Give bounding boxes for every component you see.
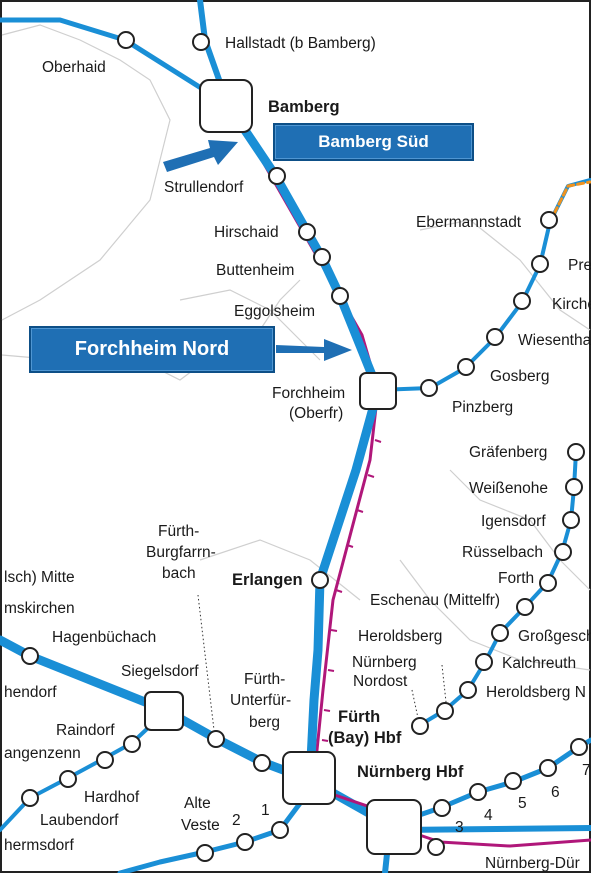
label-laubendorf: Laubendorf bbox=[40, 812, 119, 829]
label-fuerth-burgfarrnbach-1: Fürth- bbox=[158, 523, 199, 540]
label-stop-7: 7 bbox=[582, 762, 591, 779]
label-stop-2: 2 bbox=[232, 812, 241, 829]
bamberg-interchange bbox=[199, 79, 253, 133]
label-hermsdorf: hermsdorf bbox=[4, 837, 74, 854]
forchheim-nord-arrow bbox=[276, 339, 352, 361]
label-stop-6: 6 bbox=[551, 784, 560, 801]
label-bamberg: Bamberg bbox=[268, 98, 340, 116]
nuernberg-hbf-interchange bbox=[366, 799, 422, 855]
label-erlangen: Erlangen bbox=[232, 571, 303, 589]
label-hallstadt: Hallstadt (b Bamberg) bbox=[225, 35, 376, 52]
label-buttenheim: Buttenheim bbox=[216, 262, 294, 279]
label-hirschaid: Hirschaid bbox=[214, 224, 279, 241]
callout-bamberg-sued: Bamberg Süd bbox=[273, 123, 474, 161]
label-nuernberg-hbf: Nürnberg Hbf bbox=[357, 763, 464, 781]
label-fuerth-unterfuerberg-3: berg bbox=[249, 714, 280, 731]
regional-ticks bbox=[321, 439, 382, 742]
label-hendorf: hendorf bbox=[4, 684, 57, 701]
label-fuerth-hbf-1: Fürth bbox=[338, 708, 380, 726]
label-heroldsberg: Heroldsberg bbox=[358, 628, 442, 645]
station-labels: Hallstadt (b Bamberg) Oberhaid Bamberg S… bbox=[4, 35, 591, 872]
label-strullendorf: Strullendorf bbox=[164, 179, 244, 196]
label-raindorf: Raindorf bbox=[56, 722, 115, 739]
fuerth-hbf-interchange bbox=[282, 751, 336, 805]
callout-forchheim-nord: Forchheim Nord bbox=[29, 326, 275, 373]
label-kirch: Kirche bbox=[552, 296, 591, 313]
leader-lines bbox=[197, 594, 447, 731]
label-nuernberg-nordost-1: Nürnberg bbox=[352, 654, 417, 671]
label-alte-veste-2: Veste bbox=[181, 817, 220, 834]
siegelsdorf-interchange bbox=[144, 691, 184, 731]
label-kalchreuth: Kalchreuth bbox=[502, 655, 576, 672]
label-pre: Pre bbox=[568, 257, 591, 274]
label-grossgesch: Großgesch bbox=[518, 628, 591, 645]
station-circles bbox=[21, 31, 588, 862]
forchheim-interchange bbox=[359, 372, 397, 410]
label-stop-3: 3 bbox=[455, 819, 464, 836]
label-fuerth-unterfuerberg-1: Fürth- bbox=[244, 671, 285, 688]
interchange-stations bbox=[144, 79, 422, 855]
label-wiesenth: Wiesentha bbox=[518, 332, 591, 349]
label-siegelsdorf: Siegelsdorf bbox=[121, 663, 199, 680]
label-emskirchen: mskirchen bbox=[4, 600, 75, 617]
label-eschenau: Eschenau (Mittelfr) bbox=[370, 592, 500, 609]
label-langenzenn: angenzenn bbox=[4, 745, 81, 762]
label-ebermannstadt: Ebermannstadt bbox=[416, 214, 522, 231]
label-fuerth-unterfuerberg-2: Unterfür- bbox=[230, 692, 291, 709]
label-nuernberg-dur: Nürnberg-Dür bbox=[485, 855, 580, 872]
label-weissenohe: Weißenohe bbox=[469, 480, 548, 497]
label-hardhof: Hardhof bbox=[84, 789, 140, 806]
label-stop-4: 4 bbox=[484, 807, 493, 824]
label-pinzberg: Pinzberg bbox=[452, 399, 513, 416]
label-gosberg: Gosberg bbox=[490, 368, 549, 385]
label-stop-1: 1 bbox=[261, 802, 270, 819]
label-forchheim-1: Forchheim bbox=[272, 385, 345, 402]
label-stop-5: 5 bbox=[518, 795, 527, 812]
pointer-arrows bbox=[163, 140, 352, 361]
label-forchheim-2: (Oberfr) bbox=[289, 405, 343, 422]
label-nuernberg-nordost-2: Nordost bbox=[353, 673, 408, 690]
label-ruesselbach: Rüsselbach bbox=[462, 544, 543, 561]
label-fuerth-burgfarrnbach-3: bach bbox=[162, 565, 196, 582]
label-hagenbuechach: Hagenbüchach bbox=[52, 629, 156, 646]
bamberg-sued-arrow bbox=[163, 140, 238, 172]
label-oberhaid: Oberhaid bbox=[42, 59, 106, 76]
label-eggolsheim: Eggolsheim bbox=[234, 303, 315, 320]
label-igensdorf: Igensdorf bbox=[481, 513, 546, 530]
label-heroldsberg-n: Heroldsberg N bbox=[486, 684, 586, 701]
label-alte-veste-1: Alte bbox=[184, 795, 211, 812]
label-mitte: lsch) Mitte bbox=[4, 569, 75, 586]
label-fuerth-hbf-2: (Bay) Hbf bbox=[328, 729, 402, 747]
label-forth: Forth bbox=[498, 570, 534, 587]
label-graefenberg: Gräfenberg bbox=[469, 444, 547, 461]
label-fuerth-burgfarrnbach-2: Burgfarrn- bbox=[146, 544, 216, 561]
